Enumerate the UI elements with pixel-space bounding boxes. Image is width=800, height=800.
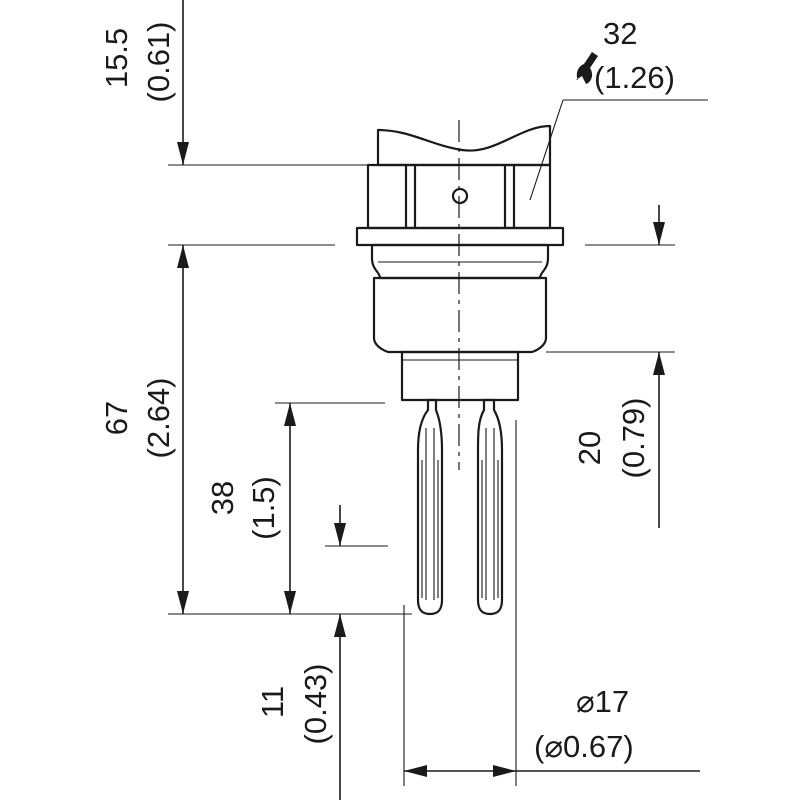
- fork-diameter-mm: ⌀17: [576, 684, 629, 719]
- dimension-tip-length: 11 (0.43): [255, 505, 388, 800]
- flat-height-inch: (0.61): [141, 22, 176, 103]
- tip-length-mm: 11: [255, 686, 290, 718]
- overall-length-mm: 67: [99, 401, 134, 435]
- wrench-icon: [576, 52, 598, 84]
- fork-length-mm: 38: [205, 481, 240, 515]
- flat-height-mm: 15.5: [99, 28, 134, 88]
- dimension-wrench-size: 32 (1.26): [529, 16, 708, 201]
- overall-length-inch: (2.64): [141, 378, 176, 459]
- dimension-fork-diameter: ⌀17 (⌀0.67): [403, 420, 700, 786]
- thread-length-mm: 20: [572, 431, 607, 465]
- fork-length-inch: (1.5): [246, 476, 281, 540]
- dimension-thread-length: 20 (0.79): [546, 205, 675, 528]
- dimension-fork-length: 38 (1.5): [205, 402, 385, 614]
- thread-length-inch: (0.79): [616, 398, 651, 479]
- wrench-size-mm: 32: [603, 16, 637, 51]
- wrench-size-inch: (1.26): [594, 60, 675, 95]
- fork-diameter-inch: (⌀0.67): [534, 729, 634, 764]
- sensor-body: [355, 120, 565, 616]
- tip-length-inch: (0.43): [298, 664, 333, 745]
- dimension-flat-height: 15.5 (0.61): [99, 0, 368, 614]
